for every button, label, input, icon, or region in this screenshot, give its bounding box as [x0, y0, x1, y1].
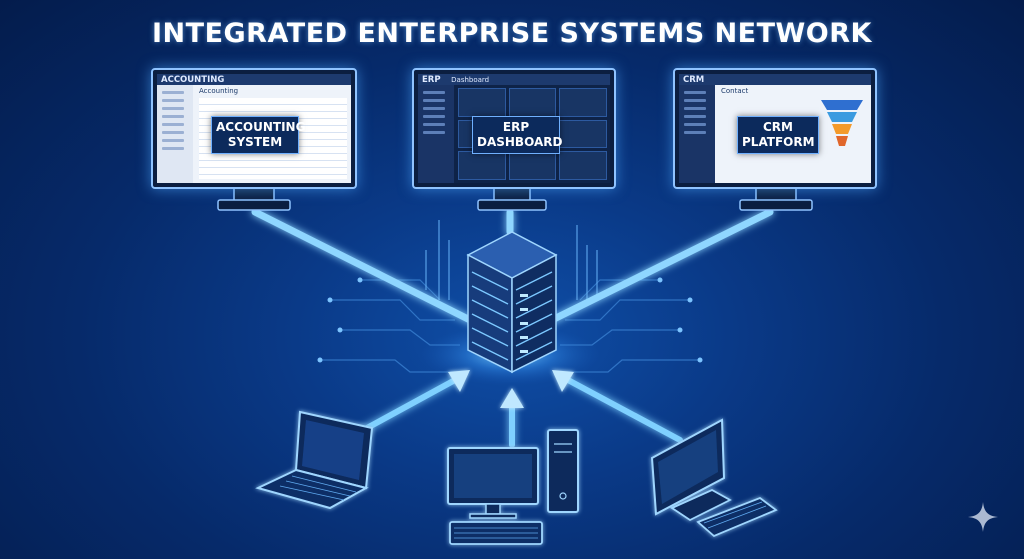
- crm-window-bar: CRM: [679, 74, 871, 85]
- circuit-nodes: [317, 277, 703, 363]
- accounting-module-title: Accounting: [199, 87, 239, 95]
- accounting-monitor: ACCOUNTING Accounting ACCOUNTING SYSTEM: [151, 68, 357, 189]
- connection-beams: [251, 208, 774, 324]
- erp-module-title: Dashboard: [451, 76, 490, 84]
- erp-dashboard-label: ERP DASHBOARD: [472, 116, 562, 154]
- crm-brand: CRM: [683, 75, 705, 85]
- accounting-sidebar: [157, 85, 193, 183]
- erp-sidebar: [418, 85, 454, 183]
- crm-monitor: CRM Contact CRM PLATFORM: [673, 68, 877, 189]
- accounting-system-label: ACCOUNTING SYSTEM: [211, 116, 305, 154]
- erp-monitor: ERP Dashboard ERP DASHBOARD: [412, 68, 616, 189]
- erp-window-bar: ERP Dashboard: [418, 74, 610, 85]
- arrow-left-icon: [448, 370, 470, 392]
- sparkle-icon: [968, 502, 998, 532]
- desktop-pc-icon: [447, 429, 579, 545]
- arrow-heads: [448, 370, 574, 408]
- accounting-window-bar: ACCOUNTING: [157, 74, 351, 85]
- circuit-traces: [320, 279, 700, 373]
- monitor-keyboard-icon: [650, 418, 778, 538]
- accounting-brand: ACCOUNTING: [161, 75, 225, 85]
- crm-screen: CRM Contact: [679, 74, 871, 183]
- crm-funnel-chart: [821, 100, 863, 146]
- crm-sidebar: [679, 85, 715, 183]
- binary-streams: [425, 220, 598, 300]
- crm-platform-label: CRM PLATFORM: [737, 116, 819, 154]
- page-title: INTEGRATED ENTERPRISE SYSTEMS NETWORK: [152, 18, 872, 49]
- laptop-icon: [255, 410, 374, 510]
- crm-module-title: Contact: [721, 87, 749, 95]
- monitor-stands: [217, 185, 813, 211]
- erp-brand: ERP: [422, 75, 441, 85]
- server-rack-icon: [466, 231, 558, 374]
- erp-screen: ERP Dashboard: [418, 74, 610, 183]
- arrow-center-icon: [500, 388, 524, 408]
- arrow-right-icon: [552, 370, 574, 392]
